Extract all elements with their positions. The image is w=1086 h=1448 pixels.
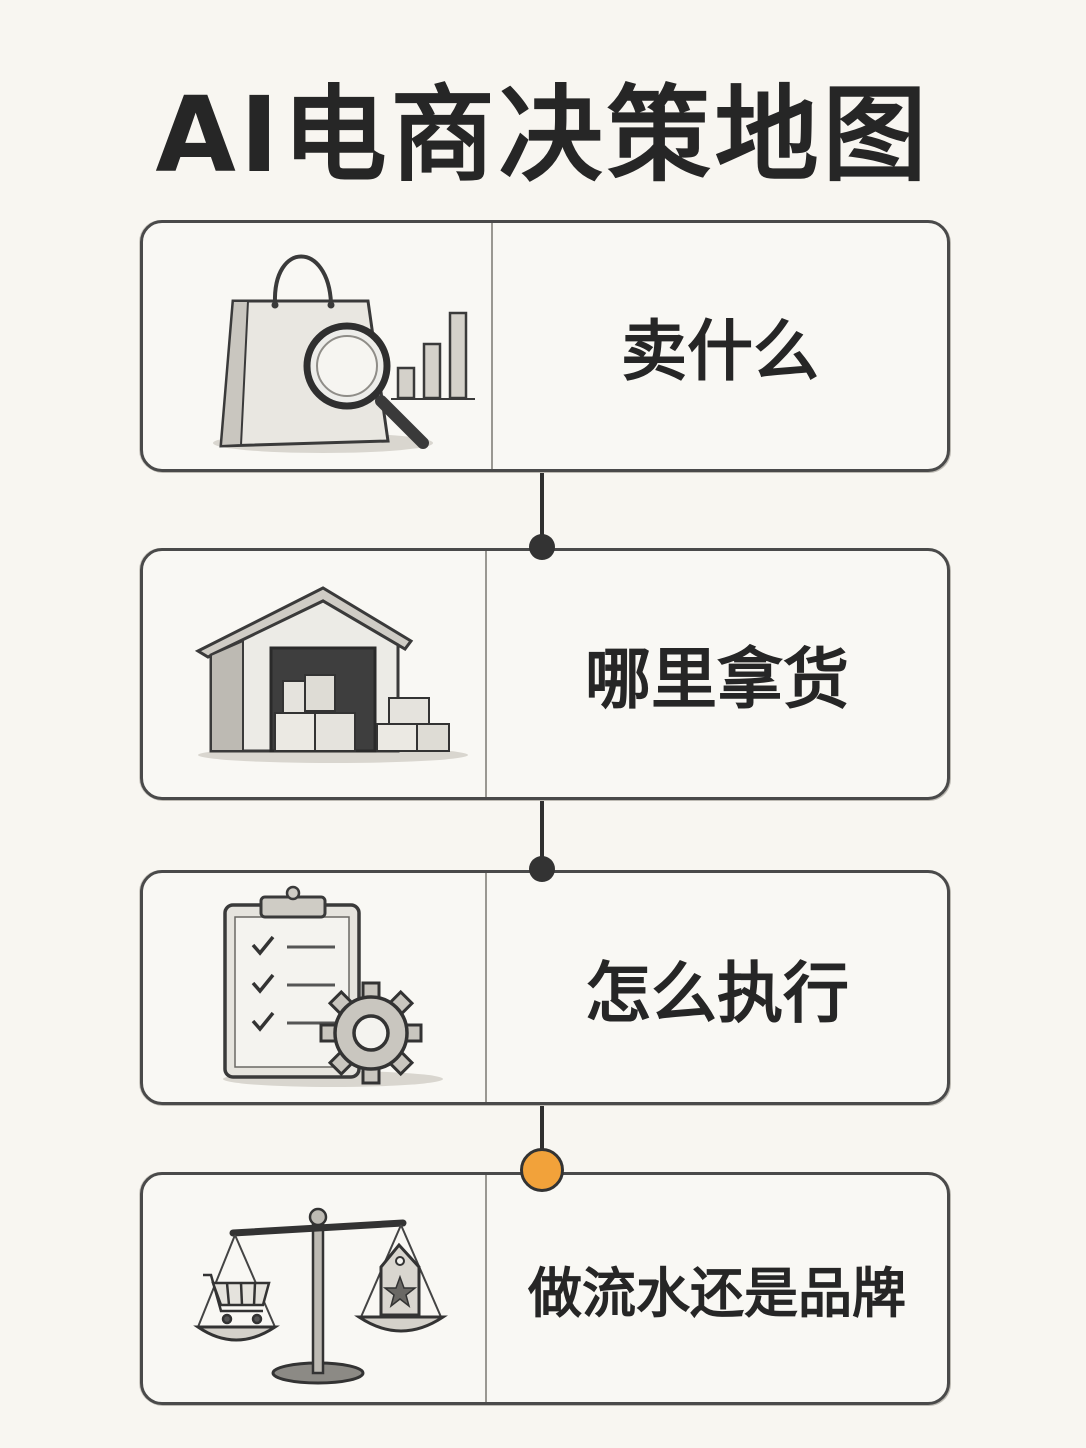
shopping-bag-magnifier-chart-icon: [213, 254, 475, 453]
step-card-how-to-execute[interactable]: 怎么执行: [140, 870, 950, 1105]
page-title: AI电商决策地图: [155, 74, 931, 196]
card-divider: [485, 551, 487, 797]
illustration-area: [143, 873, 485, 1102]
illustration-area: [143, 551, 485, 797]
card-divider: [485, 873, 487, 1102]
connector-line-2: [540, 798, 544, 870]
step-label: 哪里拿货: [585, 641, 849, 718]
step-card-volume-or-brand[interactable]: 做流水还是品牌: [140, 1172, 950, 1405]
connector-node-2: [529, 856, 555, 882]
connector-line-1: [540, 470, 544, 548]
card-divider: [485, 1175, 487, 1402]
illustration-area: [143, 1175, 485, 1402]
card-divider: [491, 223, 493, 469]
illustration-area: [143, 223, 491, 469]
step-label: 怎么执行: [585, 954, 849, 1032]
connector-node-accent: [520, 1148, 564, 1192]
connector-node-1: [529, 534, 555, 560]
warehouse-boxes-icon: [194, 586, 468, 763]
connector-line-3: [540, 1103, 544, 1169]
balance-scale-cart-tag-icon: [193, 1207, 448, 1385]
clipboard-checklist-gear-icon: [223, 885, 443, 1087]
step-label: 卖什么: [621, 313, 819, 390]
step-card-what-to-sell[interactable]: 卖什么: [140, 220, 950, 472]
step-card-where-to-source[interactable]: 哪里拿货: [140, 548, 950, 800]
step-label: 做流水还是品牌: [528, 1262, 906, 1325]
